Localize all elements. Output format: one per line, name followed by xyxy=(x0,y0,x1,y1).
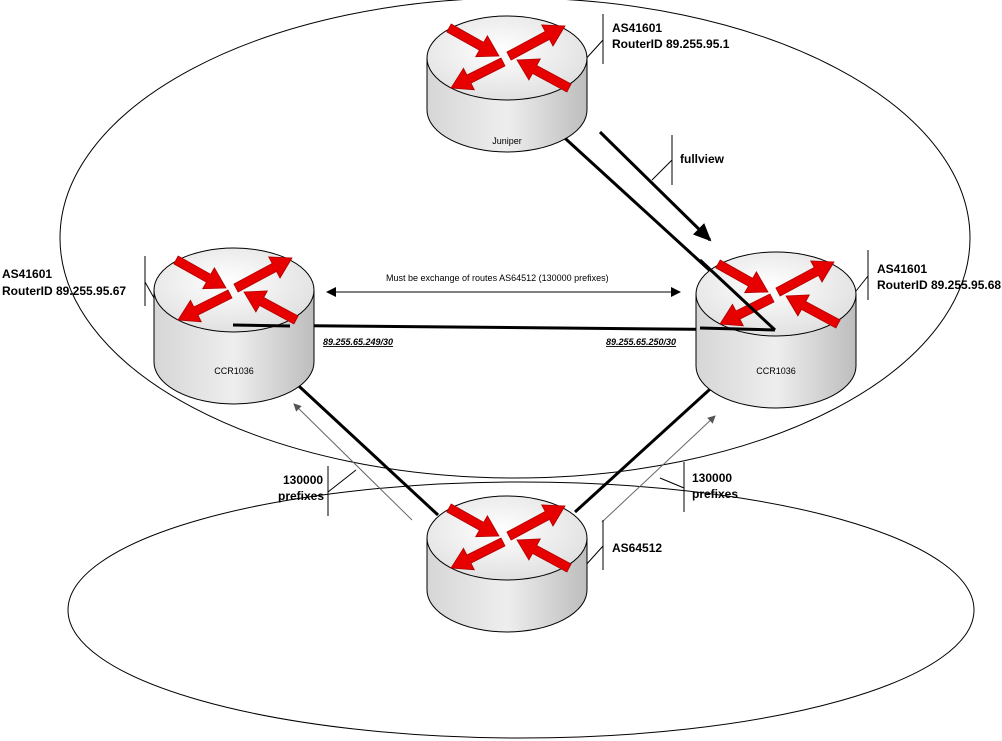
juniper-router-id: RouterID 89.255.95.1 xyxy=(612,37,730,51)
router-arrow-out-left-icon xyxy=(719,293,775,327)
left-router-as: AS41601 xyxy=(2,267,52,281)
prefixes-left-text: prefixes xyxy=(278,489,324,503)
router-arrow-out-right-icon xyxy=(233,256,293,293)
fullview-arrow xyxy=(598,130,712,242)
juniper-name: Juniper xyxy=(492,136,522,146)
prefix-arrow-left xyxy=(293,403,413,521)
router-arrow-in-right-icon xyxy=(516,538,572,573)
link-end-overlay xyxy=(698,258,777,332)
juniper-as: AS41601 xyxy=(612,21,662,35)
router-arrow-out-right-icon xyxy=(506,504,566,541)
bottom-router-as: AS64512 xyxy=(612,541,662,555)
prefixes-right-count: 130000 xyxy=(692,471,732,485)
as41601-boundary xyxy=(59,0,971,479)
as64512-boundary xyxy=(67,481,975,739)
router-as64512[interactable] xyxy=(426,495,588,633)
left-router-name: CCR1036 xyxy=(214,366,254,376)
router-arrow-in-right-icon xyxy=(516,58,572,93)
router-arrow-in-left-icon xyxy=(446,503,500,538)
callout-prefixes-right xyxy=(659,462,685,512)
left-link-ip: 89.255.65.249/30 xyxy=(323,337,393,347)
link-end-overlay-2 xyxy=(699,326,776,332)
left-router-id: RouterID 89.255.95.67 xyxy=(2,284,126,298)
router-arrow-in-left-icon xyxy=(173,255,227,290)
router-arrow-out-left-icon xyxy=(450,537,506,571)
callout-prefixes-left xyxy=(327,466,357,516)
router-ccr1036-left[interactable] xyxy=(153,247,315,405)
right-link-ip: 89.255.65.250/30 xyxy=(606,337,676,347)
router-arrow-out-left-icon xyxy=(450,57,506,91)
router-arrow-in-right-icon xyxy=(785,294,841,329)
router-arrow-in-left-icon xyxy=(446,23,500,58)
callout-bottom-router xyxy=(584,520,604,570)
router-juniper[interactable] xyxy=(426,15,588,153)
router-arrow-out-left-icon xyxy=(177,289,233,323)
router-arrow-out-right-icon xyxy=(775,260,835,297)
link-end-overlay-3 xyxy=(232,323,291,328)
router-arrow-in-left-icon xyxy=(715,259,769,294)
router-arrow-out-right-icon xyxy=(506,24,566,61)
fullview-label: fullview xyxy=(680,152,725,166)
right-router-id: RouterID 89.255.95.68 xyxy=(877,278,1001,292)
prefix-arrow-right xyxy=(601,415,716,523)
link-left-right xyxy=(232,323,776,332)
right-router-as: AS41601 xyxy=(877,262,927,276)
right-router-name: CCR1036 xyxy=(756,366,796,376)
prefixes-right-text: prefixes xyxy=(692,487,738,501)
exchange-note: Must be exchange of routes AS64512 (1300… xyxy=(386,273,609,283)
router-arrow-in-right-icon xyxy=(243,290,299,325)
router-ccr1036-right[interactable] xyxy=(695,251,857,409)
prefixes-left-count: 130000 xyxy=(283,473,323,487)
callout-fullview xyxy=(651,135,673,185)
